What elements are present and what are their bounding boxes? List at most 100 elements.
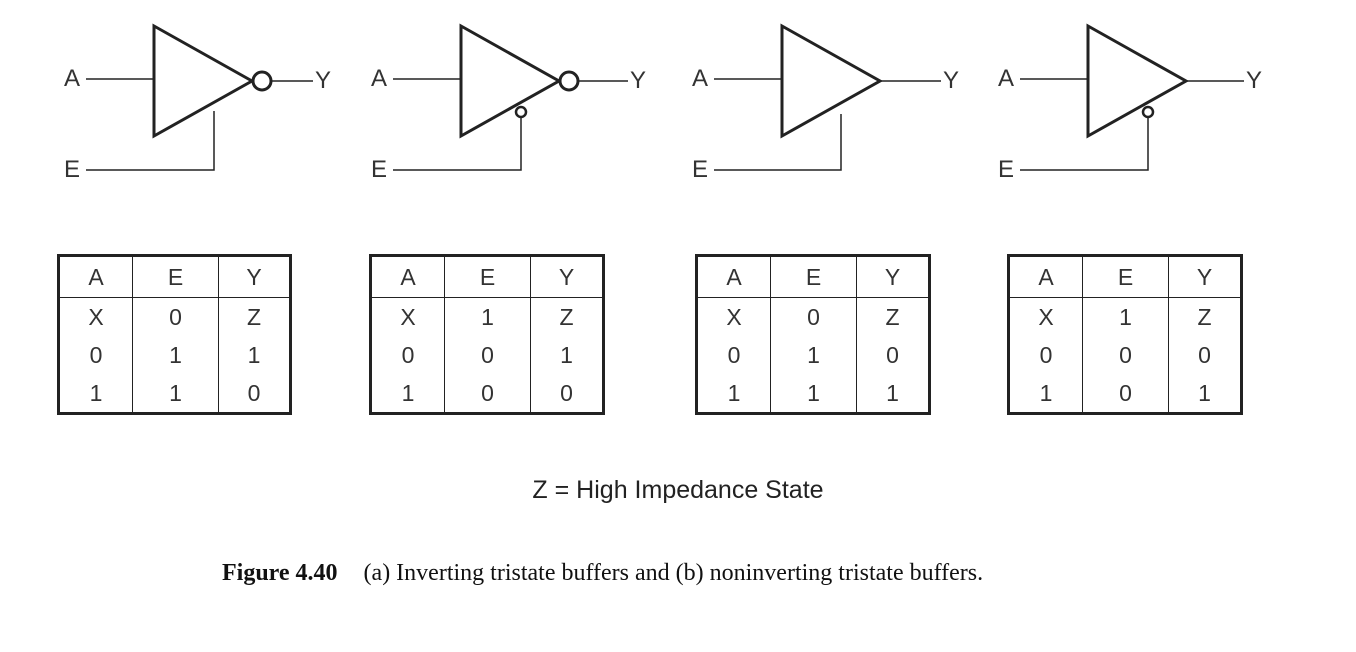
gate-1-output-label: Y: [315, 67, 331, 94]
gate-1-buffer-triangle: [152, 23, 256, 139]
column-header-e: E: [1082, 255, 1169, 298]
gate-1-input-label: A: [64, 65, 80, 92]
cell-a: 0: [727, 342, 741, 368]
cell-a: X: [726, 304, 742, 330]
cell-e: 0: [132, 297, 219, 336]
cell-y: Z: [1168, 297, 1242, 336]
cell-a: X: [400, 304, 416, 330]
gate-3-buffer-triangle: [780, 23, 884, 139]
gate-1-enable-label: E: [64, 156, 80, 183]
cell-y: 0: [856, 336, 930, 374]
column-header-a: A: [1008, 255, 1083, 298]
table-row: 0 0 1: [371, 336, 604, 374]
gate-2-enable-label: E: [371, 156, 387, 183]
caption-text: (a) Inverting tristate buffers and (b) n…: [363, 560, 984, 586]
table-row: 0 1 1: [59, 336, 291, 374]
column-header-a: A: [370, 255, 445, 298]
cell-e: 1: [770, 374, 857, 414]
column-header-e: E: [770, 255, 857, 298]
cell-e: 1: [132, 336, 219, 374]
cell-y: 0: [1168, 336, 1242, 374]
column-header-a: A: [696, 255, 771, 298]
gate-4: A Y E: [998, 23, 1262, 183]
column-header-y: Y: [218, 255, 291, 298]
gate-1-output-bubble: [251, 70, 273, 92]
cell-a: X: [1038, 304, 1054, 330]
column-header-y: Y: [856, 255, 930, 298]
column-header-e: E: [444, 255, 531, 298]
cell-a: 1: [1039, 380, 1053, 406]
gate-1: A Y E: [64, 23, 331, 183]
table-row: 1 1 1: [697, 374, 930, 414]
gate-2-input-label: A: [371, 65, 387, 92]
cell-a: 0: [89, 342, 103, 368]
gate-2-buffer-triangle: [459, 23, 563, 139]
truth-table-header-row: A E Y: [696, 255, 930, 298]
gate-3-input-label: A: [692, 65, 708, 92]
cell-e: 1: [770, 336, 857, 374]
column-header-y: Y: [530, 255, 604, 298]
gate-2-output-bubble: [558, 70, 580, 92]
cell-y: 1: [218, 336, 291, 374]
table-row: X 1 Z: [1009, 297, 1242, 336]
gate-4-enable-label: E: [998, 156, 1014, 183]
gate-2-enable-wire: [393, 117, 522, 171]
cell-e: 1: [1082, 297, 1169, 336]
column-header-y: Y: [1168, 255, 1242, 298]
cell-y: 1: [1168, 374, 1242, 414]
cell-y: Z: [530, 297, 604, 336]
gate-3-enable-wire: [714, 114, 842, 171]
truth-table-1: A E Y X 0 Z 0 1 1 1 1 0: [57, 254, 292, 415]
high-impedance-note: Z = High Impedance State: [532, 476, 824, 504]
cell-e: 1: [444, 297, 531, 336]
table-row: 1 0 1: [1009, 374, 1242, 414]
table-row: X 0 Z: [59, 297, 291, 336]
cell-a: 1: [727, 380, 741, 406]
table-row: 1 1 0: [59, 374, 291, 414]
gate-2: A Y E: [371, 23, 646, 183]
figure-caption: Figure 4.40 (a) Inverting tristate buffer…: [222, 560, 983, 587]
cell-a: 0: [1039, 342, 1053, 368]
cell-e: 0: [1082, 336, 1169, 374]
truth-table-header-row: A E Y: [370, 255, 604, 298]
gate-2-enable-bubble: [514, 105, 528, 119]
gate-3: A Y E: [692, 23, 959, 183]
cell-y: 0: [218, 374, 291, 414]
cell-e: 0: [444, 374, 531, 414]
gate-3-output-label: Y: [943, 67, 959, 94]
gate-3-enable-label: E: [692, 156, 708, 183]
cell-y: 1: [856, 374, 930, 414]
cell-e: 0: [1082, 374, 1169, 414]
cell-y: 1: [530, 336, 604, 374]
cell-y: Z: [218, 297, 291, 336]
truth-table-header-row: A E Y: [58, 255, 291, 298]
figure-number: Figure 4.40: [222, 560, 338, 586]
cell-e: 0: [444, 336, 531, 374]
cell-a: 0: [401, 342, 415, 368]
gate-1-enable-wire: [86, 111, 215, 171]
cell-e: 1: [132, 374, 219, 414]
truth-table-2: A E Y X 1 Z 0 0 1 1 0 0: [369, 254, 605, 415]
gate-2-output-label: Y: [630, 67, 646, 94]
table-row: X 0 Z: [697, 297, 930, 336]
column-header-e: E: [132, 255, 219, 298]
table-row: 0 1 0: [697, 336, 930, 374]
table-row: 1 0 0: [371, 374, 604, 414]
gate-4-enable-bubble: [1141, 105, 1155, 119]
cell-a: X: [88, 304, 104, 330]
gate-4-buffer-triangle: [1086, 23, 1190, 139]
tristate-buffer-diagrams: A Y E A Y E A Y E A Y E: [64, 23, 1262, 183]
column-header-a: A: [58, 255, 133, 298]
cell-y: Z: [856, 297, 930, 336]
truth-table-4: A E Y X 1 Z 0 0 0 1 0 1: [1007, 254, 1243, 415]
table-row: 0 0 0: [1009, 336, 1242, 374]
gate-4-input-label: A: [998, 65, 1014, 92]
cell-y: 0: [530, 374, 604, 414]
table-row: X 1 Z: [371, 297, 604, 336]
cell-a: 1: [89, 380, 103, 406]
cell-e: 0: [770, 297, 857, 336]
cell-a: 1: [401, 380, 415, 406]
gate-4-enable-wire: [1020, 117, 1149, 171]
gate-4-output-label: Y: [1246, 67, 1262, 94]
truth-table-header-row: A E Y: [1008, 255, 1242, 298]
